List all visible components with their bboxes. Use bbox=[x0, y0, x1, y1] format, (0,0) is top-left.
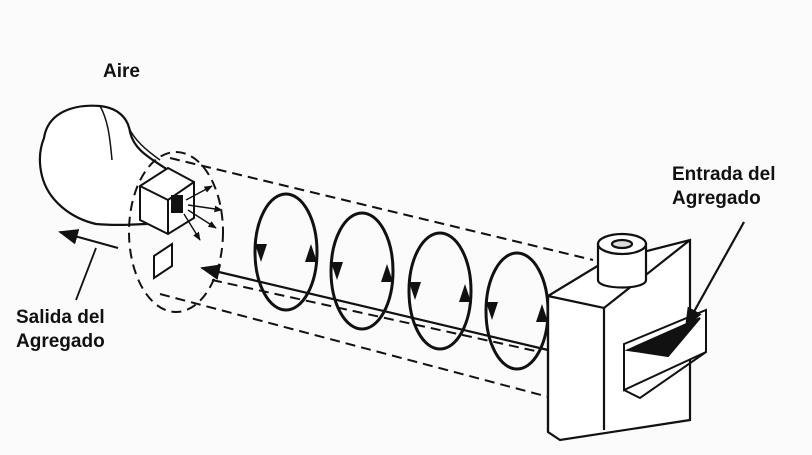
inlet-label-line1: Entrada del bbox=[672, 164, 776, 185]
loop-arrowheads bbox=[255, 244, 548, 322]
material-flow-arrow bbox=[200, 264, 549, 352]
inlet-label: Entrada del Agregado bbox=[672, 163, 775, 211]
outlet-label: Salida del Agregado bbox=[16, 306, 105, 354]
outlet-arrow bbox=[58, 229, 119, 250]
outlet-label-line1: Salida del bbox=[16, 307, 105, 328]
air-label: Aire bbox=[103, 61, 140, 82]
inlet-label-line2: Agregado bbox=[672, 188, 761, 209]
outlet-leader bbox=[75, 247, 97, 301]
inlet-arrow bbox=[685, 221, 745, 328]
air-duct bbox=[139, 166, 195, 236]
exhaust-stack bbox=[596, 232, 648, 289]
feed-chute bbox=[623, 308, 707, 400]
drum-outline bbox=[128, 151, 594, 401]
air-flow-arrows bbox=[183, 185, 223, 241]
outlet-label-line2: Agregado bbox=[16, 331, 105, 352]
discharge-opening bbox=[153, 242, 173, 280]
helical-flow-loops bbox=[253, 192, 550, 371]
